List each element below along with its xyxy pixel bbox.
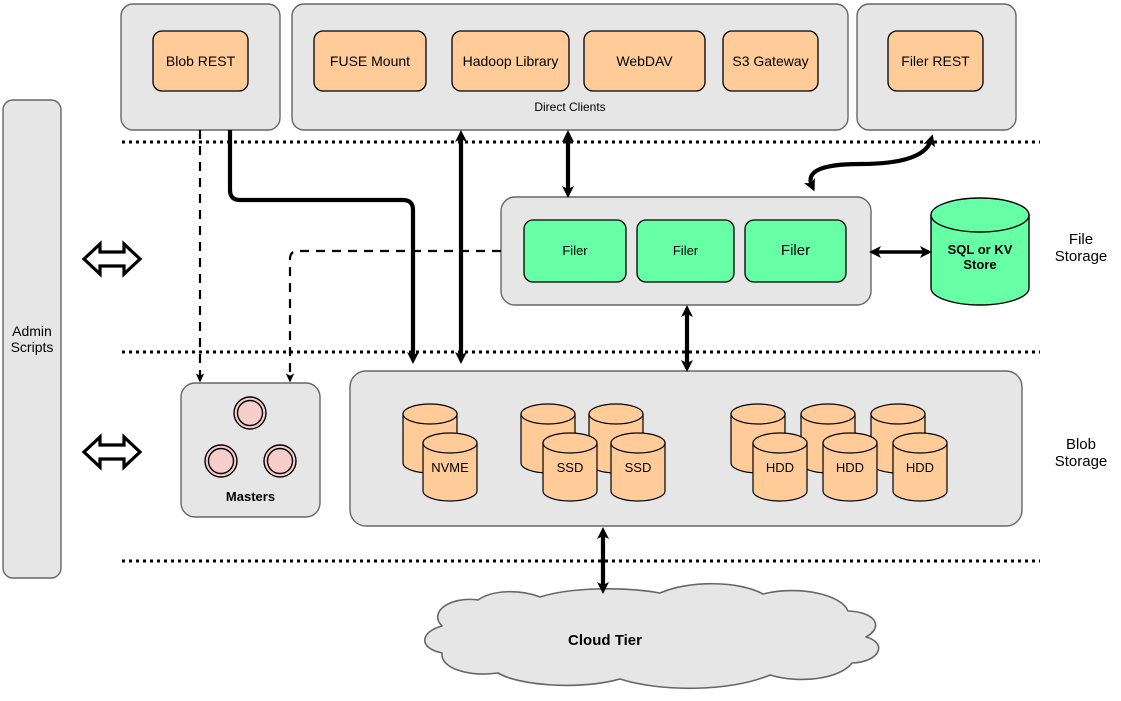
client-chip-fuse-mount[interactable] [313, 30, 427, 92]
connector-filers-to-masters-dashed [285, 249, 501, 383]
master-node-1[interactable] [233, 396, 267, 430]
master-node-2[interactable] [204, 444, 238, 478]
volume-cylinder-front-nvme [422, 432, 478, 502]
admin-to-blob-storage-arrow [81, 433, 143, 471]
volume-cylinder-front-ssd-2 [610, 432, 666, 502]
volume-cylinder-front-hdd-1 [752, 432, 808, 502]
client-chip-blob-rest[interactable] [152, 30, 249, 92]
master-node-3[interactable] [263, 444, 297, 478]
volume-group-hdd[interactable] [730, 403, 948, 502]
volume-cylinder-front-hdd-2 [822, 432, 878, 502]
cloud-tier-shape[interactable] [423, 582, 880, 690]
volume-cylinder-front-ssd-1 [542, 432, 598, 502]
volume-group-nvme[interactable] [402, 403, 478, 502]
connector-blob-rest-to-volumes [227, 130, 419, 364]
connector-filer-rest-to-filers [804, 134, 936, 192]
client-chip-filer-rest[interactable] [887, 30, 984, 92]
client-chip-hadoop-library[interactable] [451, 30, 570, 92]
metadata-store-cylinder[interactable] [930, 197, 1030, 306]
filer-node-2[interactable] [636, 219, 735, 283]
admin-to-file-storage-arrow [81, 240, 143, 278]
filer-node-1[interactable] [523, 219, 627, 283]
masters-group [180, 382, 321, 518]
volume-group-ssd[interactable] [520, 403, 666, 502]
filer-node-3[interactable] [744, 219, 847, 283]
admin-scripts-panel [2, 99, 62, 579]
client-chip-webdav[interactable] [583, 30, 706, 92]
client-chip-s3-gateway[interactable] [722, 30, 819, 92]
volume-cylinder-front-hdd-3 [892, 432, 948, 502]
